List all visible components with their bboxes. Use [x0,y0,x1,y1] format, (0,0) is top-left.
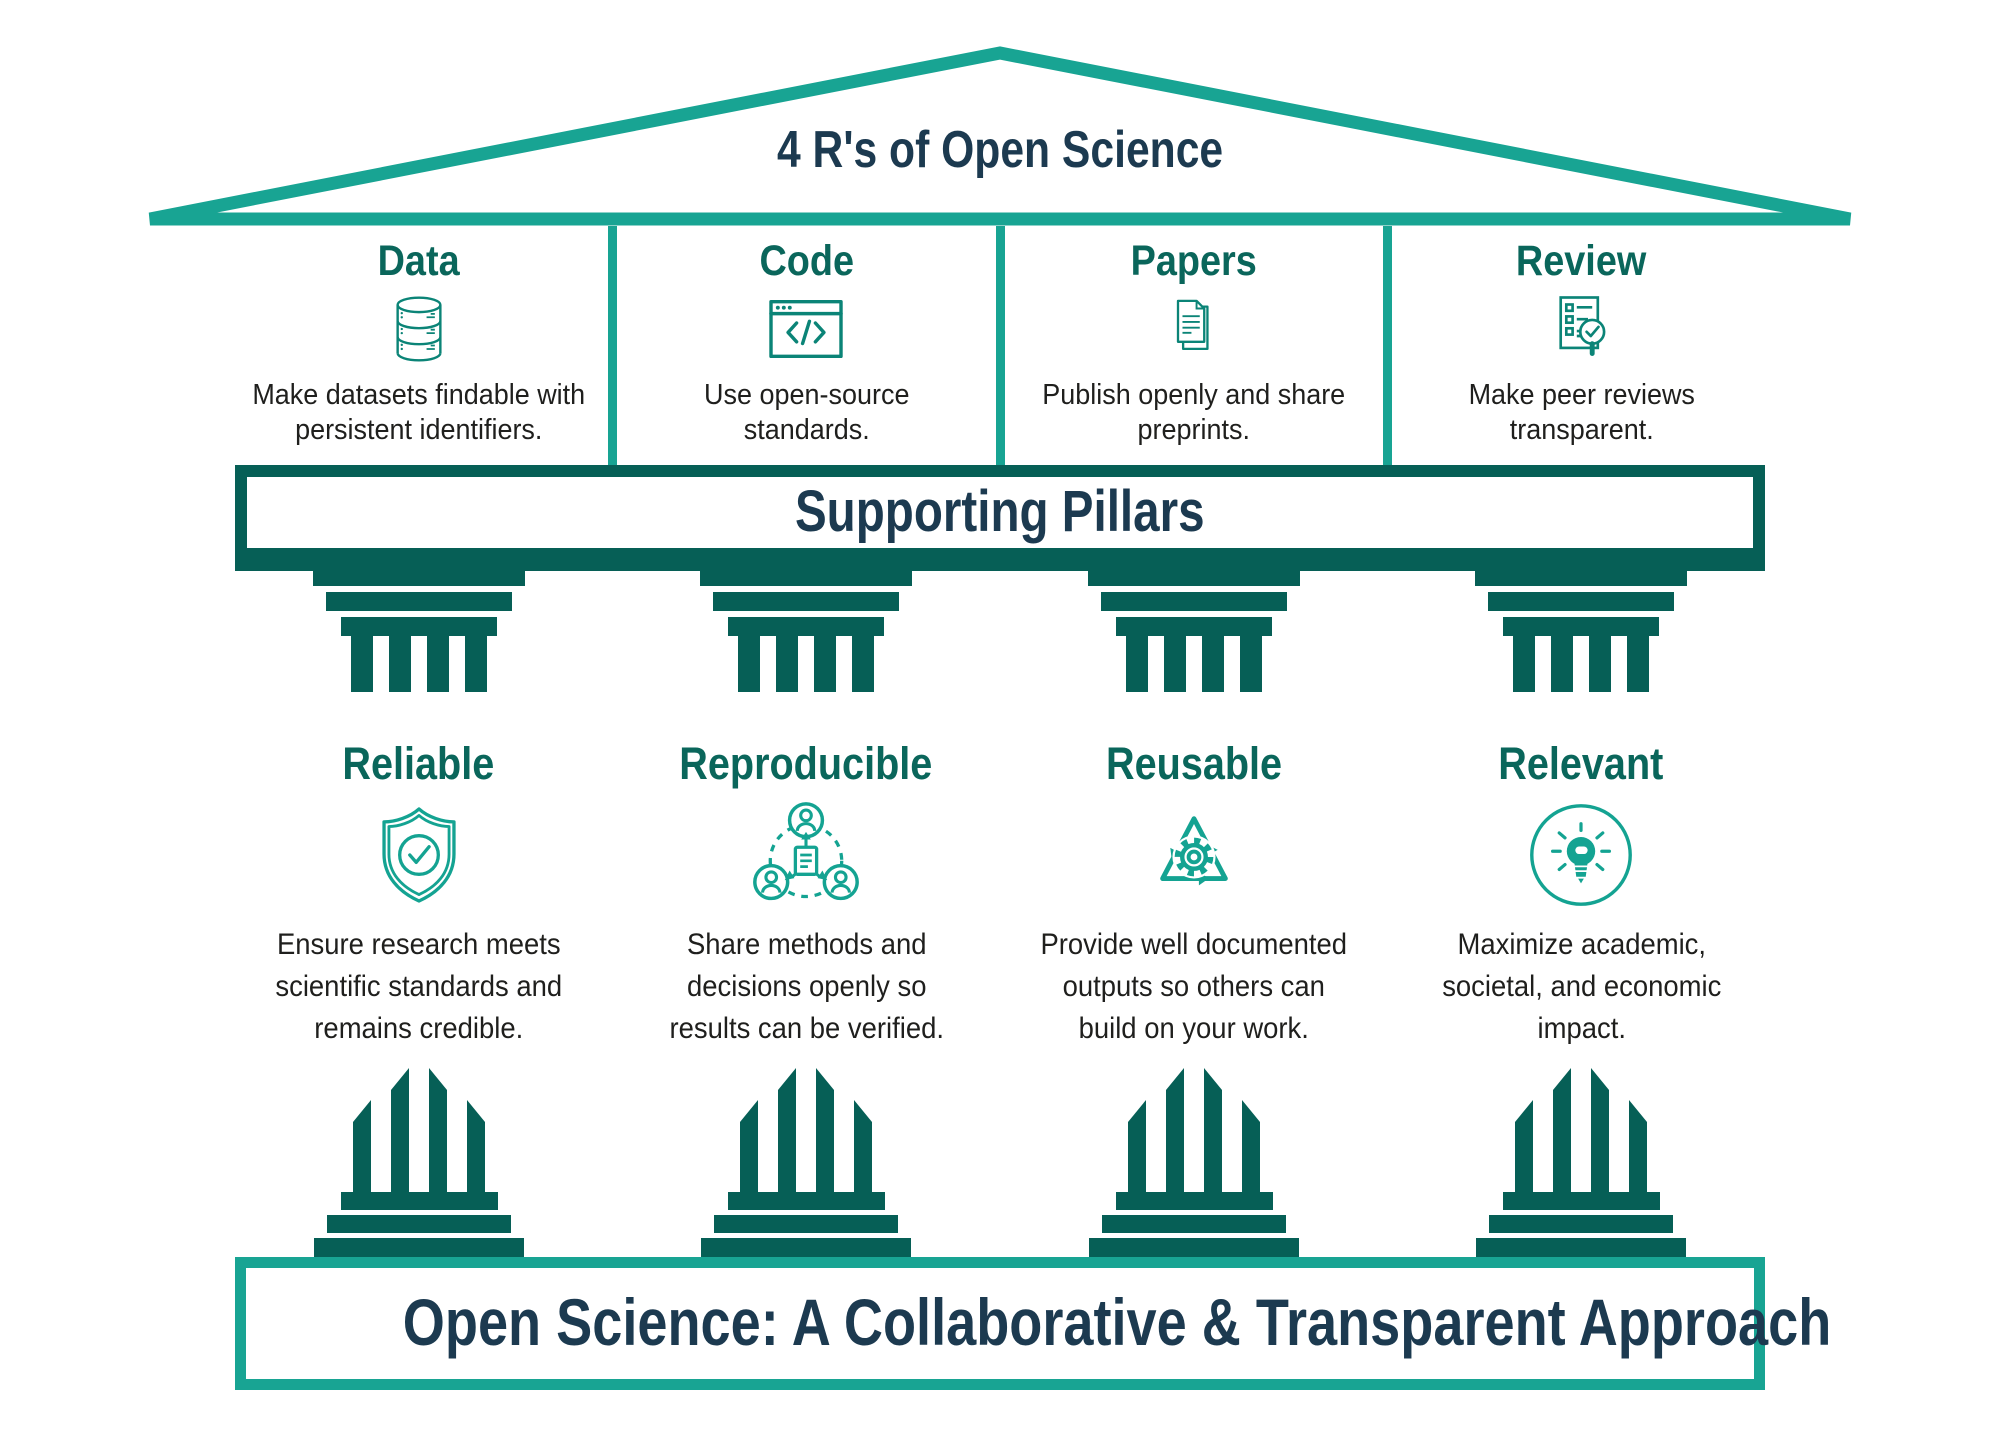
pillar-description: Ensure research meets scientific standar… [275,928,563,1045]
pillar-capital [686,571,926,692]
column-data: Data [225,226,613,465]
database-icon [225,288,613,370]
column-description: Publish openly and share preprints. [1042,379,1346,446]
principles-row: Data [225,226,1775,465]
recycle-gear-icon [1000,798,1388,912]
column-divider [608,226,617,465]
four-rs-row: Reliable Ensure research meets scientifi… [225,738,1775,1050]
checklist-magnifier-icon [1388,288,1776,370]
code-window-icon [613,288,1001,370]
pillar-base [1461,1068,1701,1257]
column-code: Code Use open-source standards. [613,226,1001,465]
banner-title: Supporting Pillars [795,479,1205,544]
pillar-title: Reproducible [679,738,933,789]
pillar-column-reusable: Reusable Provide well documented outputs… [1000,738,1388,1050]
pillar-base [299,1068,539,1257]
column-description: Make peer reviews transparent. [1468,379,1695,446]
pillar-description: Provide well documented outputs so other… [1040,928,1348,1045]
pillar-title: Reusable [1105,738,1282,789]
pillar-column-reliable: Reliable Ensure research meets scientifi… [225,738,613,1050]
column-review: Review Make peer reviews transparent. [1388,226,1776,465]
column-title: Review [1516,237,1647,285]
lightbulb-impact-icon [1388,798,1776,912]
documents-icon [1000,288,1388,370]
shield-check-icon [225,798,613,912]
pillar-title: Reliable [342,738,495,789]
page-title: 4 R's of Open Science [776,121,1224,179]
footer-banner: Open Science: A Collaborative & Transpar… [235,1257,1832,1390]
pillar-base [686,1068,926,1257]
supporting-pillars-banner: Supporting Pillars [235,465,1765,560]
column-description: Use open-source standards. [703,379,909,446]
pillar-column-relevant: Relevant [1388,738,1776,1050]
column-title: Code [758,237,854,285]
column-description: Make datasets findable with persistent i… [252,379,586,446]
pillar-title: Relevant [1498,738,1664,789]
column-papers: Papers Publish openly and share preprint… [1000,226,1388,465]
pillar-description: Share methods and decisions openly so re… [669,928,944,1045]
footer-title: Open Science: A Collaborative & Transpar… [402,1285,1832,1359]
pillar-capital [299,571,539,692]
pillar-column-reproducible: Reproducible [613,738,1001,1050]
column-title: Papers [1130,237,1257,285]
pillar-capital [1074,571,1314,692]
pillar-capital [1461,571,1701,692]
column-divider [996,226,1005,465]
pillar-description: Maximize academic, societal, and economi… [1441,928,1721,1045]
banner-base-strip [235,560,1765,571]
column-divider [1383,226,1392,465]
roof-pediment [148,46,1852,226]
people-network-icon [613,798,1001,912]
pillar-base [1074,1068,1314,1257]
column-title: Data [377,237,460,285]
